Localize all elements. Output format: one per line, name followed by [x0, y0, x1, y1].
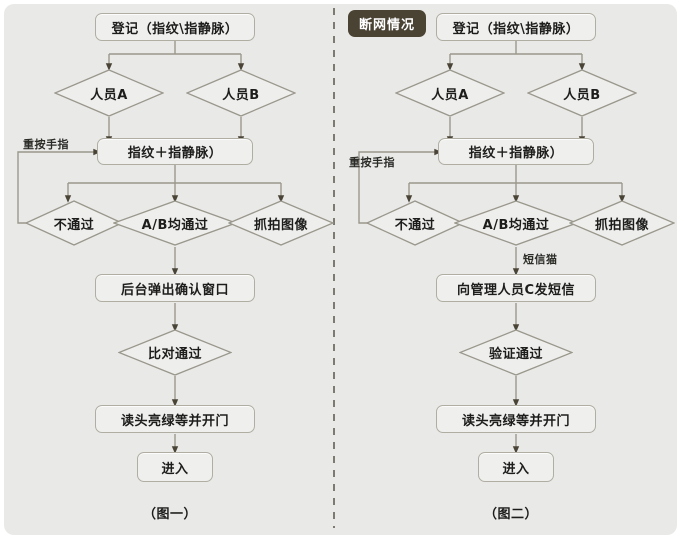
left-confirm-window-label: 后台弹出确认窗口 — [120, 282, 229, 298]
offline-mode-badge: 断网情况 — [348, 10, 426, 37]
left-chart-caption: （图一） — [143, 507, 198, 522]
diamond-shape — [527, 69, 637, 117]
right-capture-label: 抓拍图像 — [594, 217, 649, 233]
left-open-door-box[interactable]: 读头亮绿等并开门 — [95, 405, 255, 433]
right-both-pass-diamond[interactable]: A/B均通过 — [454, 200, 578, 246]
right-open-door-box[interactable]: 读头亮绿等并开门 — [436, 405, 596, 433]
right-retry-edge-label: 重按手指 — [349, 156, 395, 169]
right-verify-pass-label: 验证通过 — [488, 347, 543, 362]
right-person-a-diamond[interactable]: 人员A — [395, 69, 505, 117]
left-capture-label: 抓拍图像 — [253, 217, 308, 233]
offline-mode-badge-label: 断网情况 — [358, 18, 415, 33]
right-fail-diamond[interactable]: 不通过 — [366, 200, 464, 246]
right-send-sms-label: 向管理人员C发短信 — [456, 282, 576, 298]
diamond-shape — [366, 200, 464, 246]
right-register-box[interactable]: 登记（指纹\指静脉） — [436, 13, 596, 41]
left-fail-label: 不通过 — [53, 217, 95, 233]
right-enter-label: 进入 — [502, 461, 530, 477]
right-register-label: 登记（指纹\指静脉） — [452, 21, 580, 37]
right-open-door-label: 读头亮绿等并开门 — [461, 413, 570, 429]
left-register-box[interactable]: 登记（指纹\指静脉） — [95, 13, 255, 41]
right-verify-pass-diamond[interactable]: 验证通过 — [459, 329, 573, 376]
diamond-shape — [113, 200, 237, 246]
left-open-door-label: 读头亮绿等并开门 — [120, 413, 229, 429]
left-person-b-label: 人员B — [222, 87, 260, 103]
diamond-shape — [118, 329, 232, 376]
left-combine-label: 指纹＋指静脉） — [127, 146, 223, 161]
diamond-shape — [569, 200, 675, 246]
left-retry-edge-label: 重按手指 — [23, 138, 69, 151]
sms-modem-edge-label: 短信猫 — [523, 253, 558, 266]
right-combine-box[interactable]: 指纹＋指静脉） — [438, 138, 594, 165]
diamond-shape — [459, 329, 573, 376]
right-combine-label: 指纹＋指静脉） — [468, 146, 564, 161]
right-chart-caption: （图二） — [484, 507, 539, 522]
left-both-pass-diamond[interactable]: A/B均通过 — [113, 200, 237, 246]
diamond-shape — [454, 200, 578, 246]
right-person-a-label: 人员A — [431, 87, 469, 103]
left-enter-label: 进入 — [161, 461, 189, 477]
left-combine-box[interactable]: 指纹＋指静脉） — [97, 138, 253, 165]
right-person-b-diamond[interactable]: 人员B — [527, 69, 637, 117]
diamond-shape — [395, 69, 505, 117]
right-capture-diamond[interactable]: 抓拍图像 — [569, 200, 675, 246]
right-enter-box[interactable]: 进入 — [478, 452, 554, 482]
right-person-b-label: 人员B — [563, 87, 601, 103]
left-person-a-label: 人员A — [90, 87, 128, 103]
left-person-a-diamond[interactable]: 人员A — [54, 69, 164, 117]
left-match-pass-diamond[interactable]: 比对通过 — [118, 329, 232, 376]
left-confirm-window-box[interactable]: 后台弹出确认窗口 — [95, 274, 255, 302]
left-both-pass-label: A/B均通过 — [141, 217, 209, 233]
diamond-shape — [228, 200, 334, 246]
diamond-shape — [186, 69, 296, 117]
diamond-shape — [54, 69, 164, 117]
left-match-pass-label: 比对通过 — [147, 347, 202, 362]
left-fail-diamond[interactable]: 不通过 — [25, 200, 123, 246]
right-fail-label: 不通过 — [394, 217, 436, 233]
left-enter-box[interactable]: 进入 — [137, 452, 213, 482]
left-person-b-diamond[interactable]: 人员B — [186, 69, 296, 117]
right-both-pass-label: A/B均通过 — [482, 217, 550, 233]
right-send-sms-box[interactable]: 向管理人员C发短信 — [436, 274, 596, 302]
diamond-shape — [25, 200, 123, 246]
left-register-label: 登记（指纹\指静脉） — [111, 21, 239, 37]
left-capture-diamond[interactable]: 抓拍图像 — [228, 200, 334, 246]
